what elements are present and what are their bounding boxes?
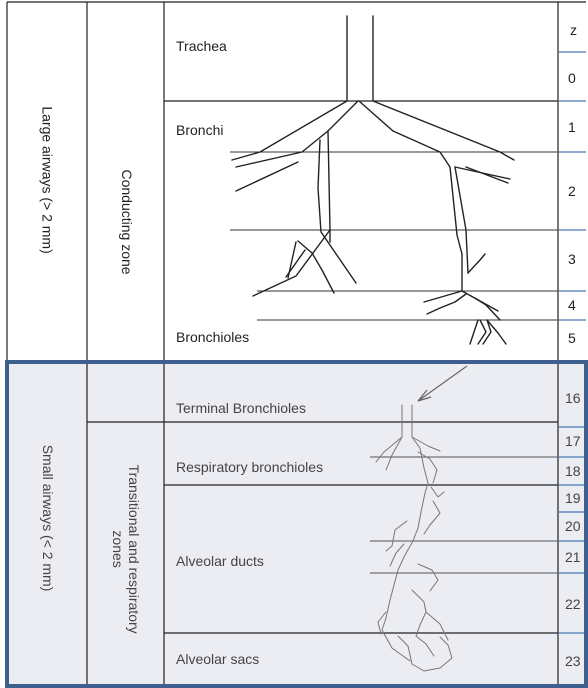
generation-guides — [230, 152, 558, 320]
generation-number: 5 — [568, 330, 588, 346]
generation-number: 18 — [565, 463, 588, 479]
respiratory-bronchioles-label: Respiratory bronchioles — [176, 459, 323, 475]
generation-number: 17 — [565, 433, 588, 449]
bronchi-label: Bronchi — [176, 122, 223, 138]
small-airways-label: Small airways (< 2 mm) — [40, 418, 56, 618]
generation-number: 1 — [568, 119, 588, 135]
transitional-zones-line-2: zones — [110, 459, 126, 639]
generation-number: 21 — [565, 549, 588, 565]
generation-number: 20 — [565, 518, 588, 534]
terminal-bronchioles-label: Terminal Bronchioles — [176, 400, 306, 416]
generation-number: 3 — [568, 251, 588, 267]
transitional-zones-line-1: Transitional and respiratory — [126, 459, 142, 639]
transitional-zones-label: Transitional and respiratory zones — [110, 459, 142, 639]
generation-number: 2 — [568, 183, 588, 199]
generation-number: 23 — [565, 653, 588, 669]
alveolar-ducts-label: Alveolar ducts — [176, 553, 264, 569]
bronchial-tree — [232, 16, 514, 344]
conducting-zone-label: Conducting zone — [119, 147, 135, 297]
generation-number: 16 — [565, 390, 588, 406]
generation-number: 22 — [565, 596, 588, 612]
generation-number: 4 — [568, 297, 588, 313]
generation-header: z — [570, 22, 588, 38]
generation-number: 19 — [565, 490, 588, 506]
alveolar-sacs-label: Alveolar sacs — [176, 651, 259, 667]
trachea-label: Trachea — [176, 38, 227, 54]
generation-number: 0 — [568, 70, 588, 86]
large-airways-label: Large airways (> 2 mm) — [39, 78, 55, 283]
bronchioles-label: Bronchioles — [176, 329, 249, 345]
